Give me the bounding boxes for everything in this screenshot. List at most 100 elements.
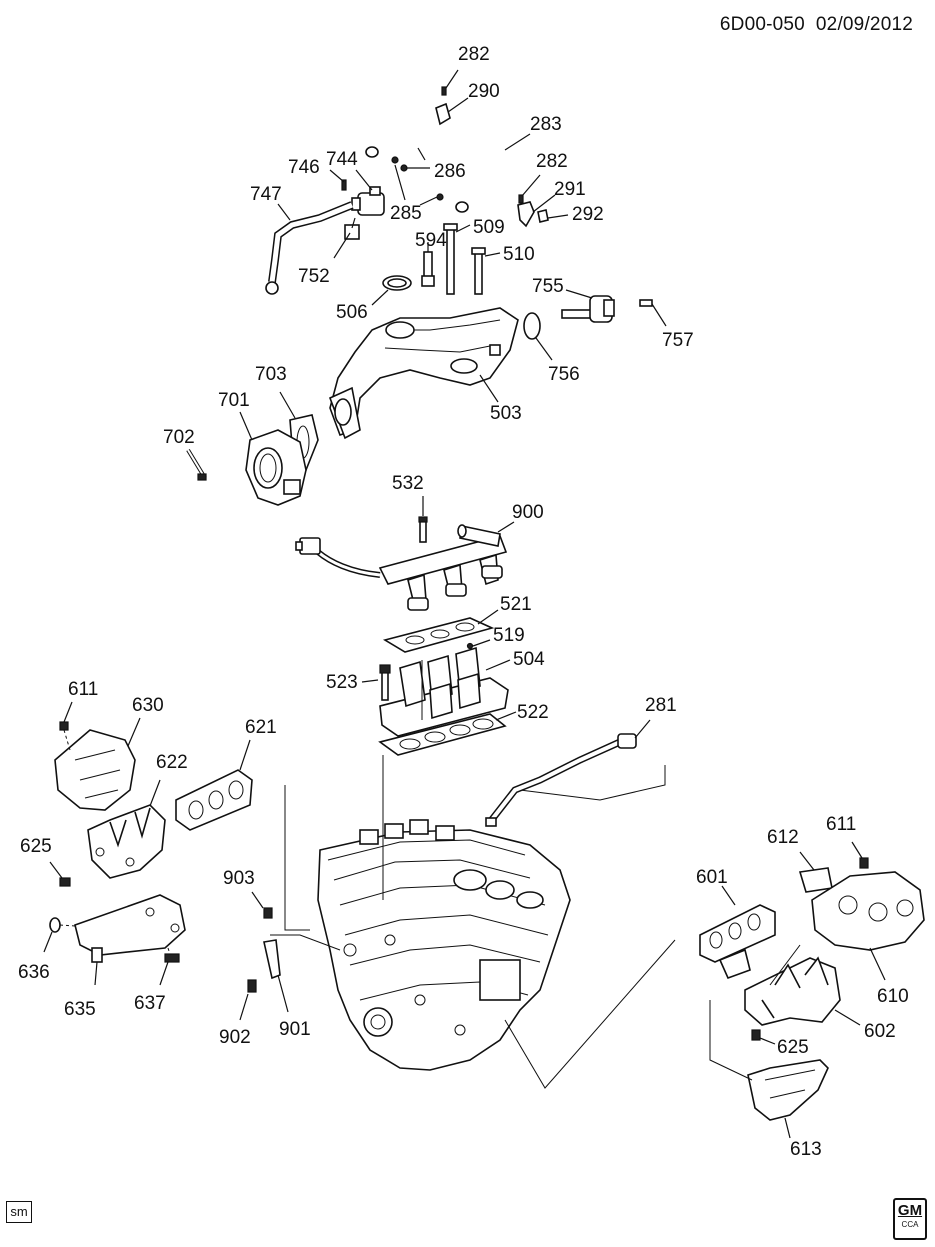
sm-tag: sm — [6, 1201, 32, 1223]
leader-752 — [333, 232, 351, 259]
callout-290: 290 — [468, 81, 500, 102]
gm-logo: GM CCA — [893, 1198, 927, 1240]
fastener-519 — [466, 639, 491, 650]
callout-752: 752 — [298, 266, 330, 287]
bolt-611-right — [851, 841, 869, 869]
bracket-635 — [74, 894, 186, 986]
callout-636: 636 — [18, 962, 50, 983]
callout-506: 506 — [336, 302, 368, 323]
callout-285: 285 — [390, 203, 422, 224]
callout-594: 594 — [415, 230, 447, 251]
callout-291: 291 — [554, 179, 586, 200]
bolt-702 — [186, 448, 207, 481]
bolt-523 — [361, 664, 391, 701]
solenoid-755 — [561, 289, 615, 323]
ref-line-right-manifold — [504, 939, 676, 1089]
engine-block — [317, 819, 571, 1071]
callout-519: 519 — [493, 625, 525, 646]
injector — [407, 573, 429, 611]
exhaust-manifold-602 — [744, 956, 861, 1026]
callout-630: 630 — [132, 695, 164, 716]
callout-747: 747 — [250, 184, 282, 205]
callout-613: 613 — [790, 1139, 822, 1160]
callout-612: 612 — [767, 827, 799, 848]
purge-valve-744 — [329, 169, 385, 240]
callout-282-top: 282 — [458, 44, 490, 65]
callout-901: 901 — [279, 1019, 311, 1040]
bolt-902 — [239, 979, 257, 1021]
callout-702: 702 — [163, 427, 195, 448]
callout-611-right: 611 — [826, 814, 856, 835]
sensor-594 — [421, 242, 435, 287]
callout-523: 523 — [326, 672, 358, 693]
gm-logo-sub: CCA — [901, 1220, 919, 1229]
gasket-601 — [699, 885, 776, 980]
callout-756: 756 — [548, 364, 580, 385]
hose-747 — [265, 201, 354, 295]
fuel-rail-900 — [295, 521, 515, 611]
seal-506 — [371, 275, 412, 306]
callout-509: 509 — [473, 217, 505, 238]
callout-281: 281 — [645, 695, 677, 716]
ref-line-613 — [709, 1000, 753, 1081]
callout-746: 746 — [288, 157, 320, 178]
bolt-625-right — [751, 1029, 776, 1045]
callout-504: 504 — [513, 649, 545, 670]
bracket-291-292 — [517, 174, 569, 228]
callout-625-left: 625 — [20, 836, 52, 857]
callout-521: 521 — [500, 594, 532, 615]
callout-900: 900 — [512, 502, 544, 523]
callout-522: 522 — [517, 702, 549, 723]
ref-line-left-manifold — [284, 785, 310, 931]
gasket-621 — [175, 739, 253, 831]
throttle-body-701 — [239, 411, 307, 506]
callout-637: 637 — [134, 993, 166, 1014]
callout-532: 532 — [392, 473, 424, 494]
bolt-625-left — [49, 861, 71, 887]
diagram-id: 6D00-050 — [719, 14, 805, 35]
callout-286: 286 — [434, 161, 466, 182]
callout-621: 621 — [245, 717, 277, 738]
bolt-532 — [418, 496, 428, 543]
oring-756 — [523, 312, 553, 361]
tube-281 — [485, 719, 651, 827]
clip-290 — [435, 97, 469, 126]
callout-701: 701 — [218, 390, 250, 411]
ref-line-610 — [769, 944, 801, 986]
callout-282-right: 282 — [536, 151, 568, 172]
callout-292: 292 — [572, 204, 604, 225]
diagram-date: 02/09/2012 — [815, 14, 913, 35]
bolt-611-left — [59, 701, 73, 751]
lower-intake-manifold-504 — [379, 646, 511, 737]
callout-635: 635 — [64, 999, 96, 1020]
fastener-286 — [391, 156, 430, 172]
upper-intake-manifold-503 — [328, 307, 519, 440]
gm-logo-text: GM — [897, 1202, 923, 1219]
callout-611-left: 611 — [68, 679, 98, 700]
vacuum-tube-283 — [365, 135, 519, 213]
fastener-282-top — [441, 69, 459, 96]
bolt-757 — [639, 299, 667, 327]
heat-shield-610 — [811, 871, 925, 981]
bolt-510 — [471, 247, 501, 295]
bolt-637 — [159, 947, 180, 986]
callout-625-right: 625 — [777, 1037, 809, 1058]
callout-622: 622 — [156, 752, 188, 773]
heat-shield-613 — [747, 1059, 829, 1139]
injector — [479, 553, 503, 586]
gasket-521 — [382, 609, 499, 653]
exhaust-manifold-622 — [87, 779, 166, 879]
callout-755: 755 — [532, 276, 564, 297]
shield-bracket-612 — [798, 851, 833, 893]
bracket-901 — [263, 939, 289, 1013]
leader-283 — [504, 133, 531, 151]
callout-602: 602 — [864, 1021, 896, 1042]
ref-line-tube — [519, 765, 666, 801]
diagram-header: 6D00-050 02/09/2012 — [720, 14, 913, 36]
injector — [443, 563, 467, 597]
heat-shield-630 — [54, 717, 141, 811]
bolt-903 — [251, 891, 273, 919]
bolt-509 — [443, 223, 471, 295]
gasket-522 — [378, 711, 517, 756]
ref-line-bracket — [270, 934, 341, 951]
